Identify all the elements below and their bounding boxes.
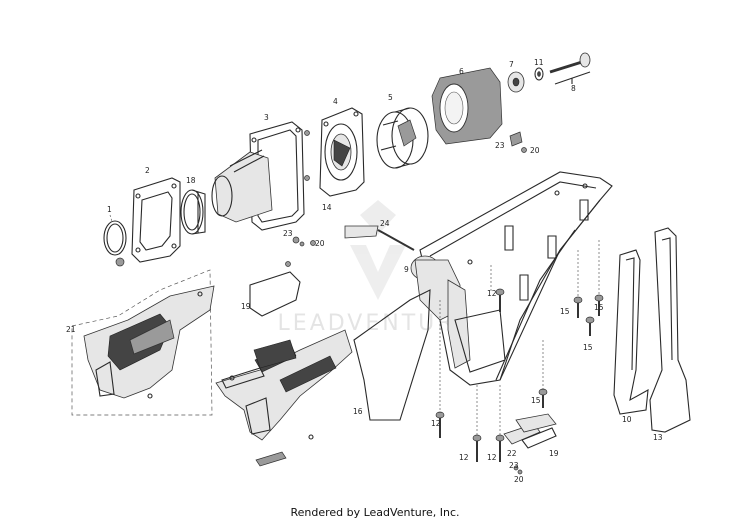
label-23-a: 23 [495, 141, 505, 150]
watermark-logo [350, 200, 406, 300]
label-12-b: 12 [431, 419, 441, 428]
label-14: 14 [322, 203, 332, 212]
part-rubber-boot [180, 189, 206, 235]
label-3: 3 [264, 113, 269, 122]
part-bracket-upper [249, 261, 301, 317]
part-clip-upper [509, 131, 527, 153]
part-gasket-plate [131, 177, 181, 263]
label-20-b: 20 [315, 239, 325, 248]
bolt-15-c [585, 316, 595, 336]
bolt-12-d [495, 434, 505, 462]
bolt-12-a [495, 288, 505, 312]
label-20-a: 20 [530, 146, 540, 155]
bolt-12-c [472, 434, 482, 462]
label-23-b: 23 [283, 229, 293, 238]
part-side-fin [353, 289, 431, 421]
label-19-a: 19 [241, 302, 251, 311]
part-rod [344, 225, 415, 251]
label-5: 5 [388, 93, 393, 102]
part-long-bolt [549, 52, 591, 85]
part-hose-clamp [103, 214, 127, 267]
bolt-12-b [435, 411, 445, 438]
label-12-a: 12 [487, 289, 497, 298]
label-2: 2 [145, 166, 150, 175]
label-7: 7 [509, 60, 514, 69]
part-bracket-lower [503, 413, 557, 475]
part-side-strip [613, 249, 649, 415]
label-15-c: 15 [583, 343, 593, 352]
bolt-15-d [538, 388, 548, 408]
label-22: 22 [507, 449, 517, 458]
label-15-d: 15 [531, 396, 541, 405]
footer-credit: Rendered by LeadVenture, Inc. [290, 506, 460, 519]
label-15-b: 15 [594, 303, 604, 312]
part-small-screws [292, 130, 316, 247]
label-8: 8 [571, 84, 576, 93]
part-nut-washer [507, 71, 525, 93]
label-16: 16 [353, 407, 363, 416]
label-21: 21 [66, 325, 76, 334]
label-4: 4 [333, 97, 338, 106]
part-pad [253, 339, 297, 369]
label-12-d: 12 [487, 453, 497, 462]
part-airbox-housing [410, 171, 613, 386]
bolt-15-b [594, 294, 604, 316]
part-foam-filter [431, 67, 503, 145]
label-24: 24 [380, 219, 390, 228]
part-side-cover [649, 227, 691, 433]
label-9: 9 [404, 265, 409, 274]
part-intake-housing [211, 121, 305, 231]
bolt-15-a [573, 296, 583, 318]
label-19-b: 19 [549, 449, 559, 458]
label-10: 10 [622, 415, 632, 424]
part-filter-base [319, 107, 365, 197]
label-23-c: 23 [509, 461, 519, 470]
label-6: 6 [459, 67, 464, 76]
label-15-a: 15 [560, 307, 570, 316]
label-18: 18 [186, 176, 196, 185]
part-bolts [435, 240, 604, 462]
part-small-washer [534, 67, 544, 81]
part-group-21 [71, 269, 215, 416]
part-filter-cage [376, 107, 429, 169]
label-1: 1 [107, 205, 112, 214]
label-12-c: 12 [459, 453, 469, 462]
label-13: 13 [653, 433, 663, 442]
callout-labels: 1 2 3 4 5 6 7 8 9 10 11 12 12 12 12 13 1… [66, 58, 663, 484]
label-11: 11 [534, 58, 544, 67]
label-20-c: 20 [514, 475, 524, 484]
